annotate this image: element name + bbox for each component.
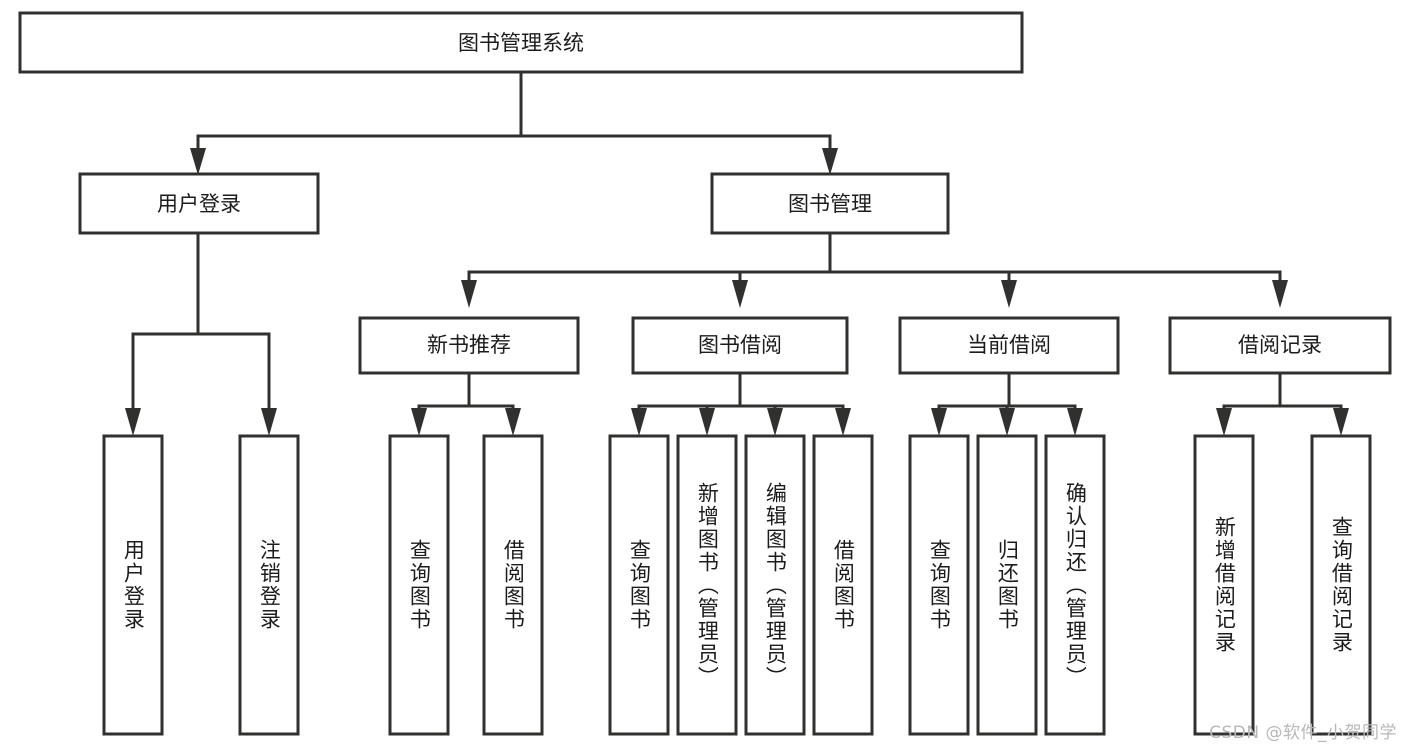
node-current-borrow[interactable]: 当前借阅: [898, 316, 1120, 375]
leaf-box[interactable]: [1193, 434, 1255, 736]
leaf-box[interactable]: [812, 434, 874, 736]
node-user-login[interactable]: 用户登录: [78, 172, 320, 235]
leaf-box[interactable]: [388, 434, 450, 736]
leaf-box[interactable]: [676, 434, 738, 736]
leaf-box[interactable]: [1310, 434, 1372, 736]
leaf-box[interactable]: [102, 434, 164, 736]
node-borrow-record[interactable]: 借阅记录: [1168, 316, 1392, 375]
node-root[interactable]: 图书管理系统: [18, 11, 1024, 74]
connector-borrow-record-to-leaves: [1216, 371, 1349, 436]
arrow-head-icon: [190, 148, 206, 175]
leaf-box[interactable]: [908, 434, 970, 736]
node-new-book-recommend-label: 新书推荐: [427, 333, 511, 357]
node-new-book-recommend[interactable]: 新书推荐: [358, 316, 580, 375]
arrow-head-icon: [822, 148, 838, 175]
leaf-box[interactable]: [608, 434, 670, 736]
leaf-box[interactable]: [744, 434, 806, 736]
node-book-borrow[interactable]: 图书借阅: [631, 316, 849, 375]
leaf-box[interactable]: [482, 434, 544, 736]
connector-current-borrow-to-leaves: [931, 371, 1083, 436]
connector-user-login-to-leaves: [125, 231, 277, 436]
node-book-borrow-label: 图书借阅: [698, 333, 782, 357]
node-book-management[interactable]: 图书管理: [710, 172, 950, 235]
leaf-box[interactable]: [1044, 434, 1106, 736]
node-user-login-label: 用户登录: [157, 192, 241, 216]
watermark: CSDN @软件_小贺同学: [1209, 723, 1397, 743]
node-book-management-label: 图书管理: [788, 192, 872, 216]
leaf-boxes: [102, 434, 1372, 736]
leaf-box[interactable]: [238, 434, 300, 736]
connector-root-to-level1: [190, 71, 838, 175]
connector-book-manage-to-level2: [461, 231, 1288, 308]
connector-new-book-to-leaves: [411, 371, 521, 436]
node-root-label: 图书管理系统: [458, 31, 584, 55]
node-current-borrow-label: 当前借阅: [967, 333, 1051, 357]
node-borrow-record-label: 借阅记录: [1238, 333, 1322, 357]
leaf-box[interactable]: [976, 434, 1038, 736]
connector-book-borrow-to-leaves: [631, 371, 851, 436]
